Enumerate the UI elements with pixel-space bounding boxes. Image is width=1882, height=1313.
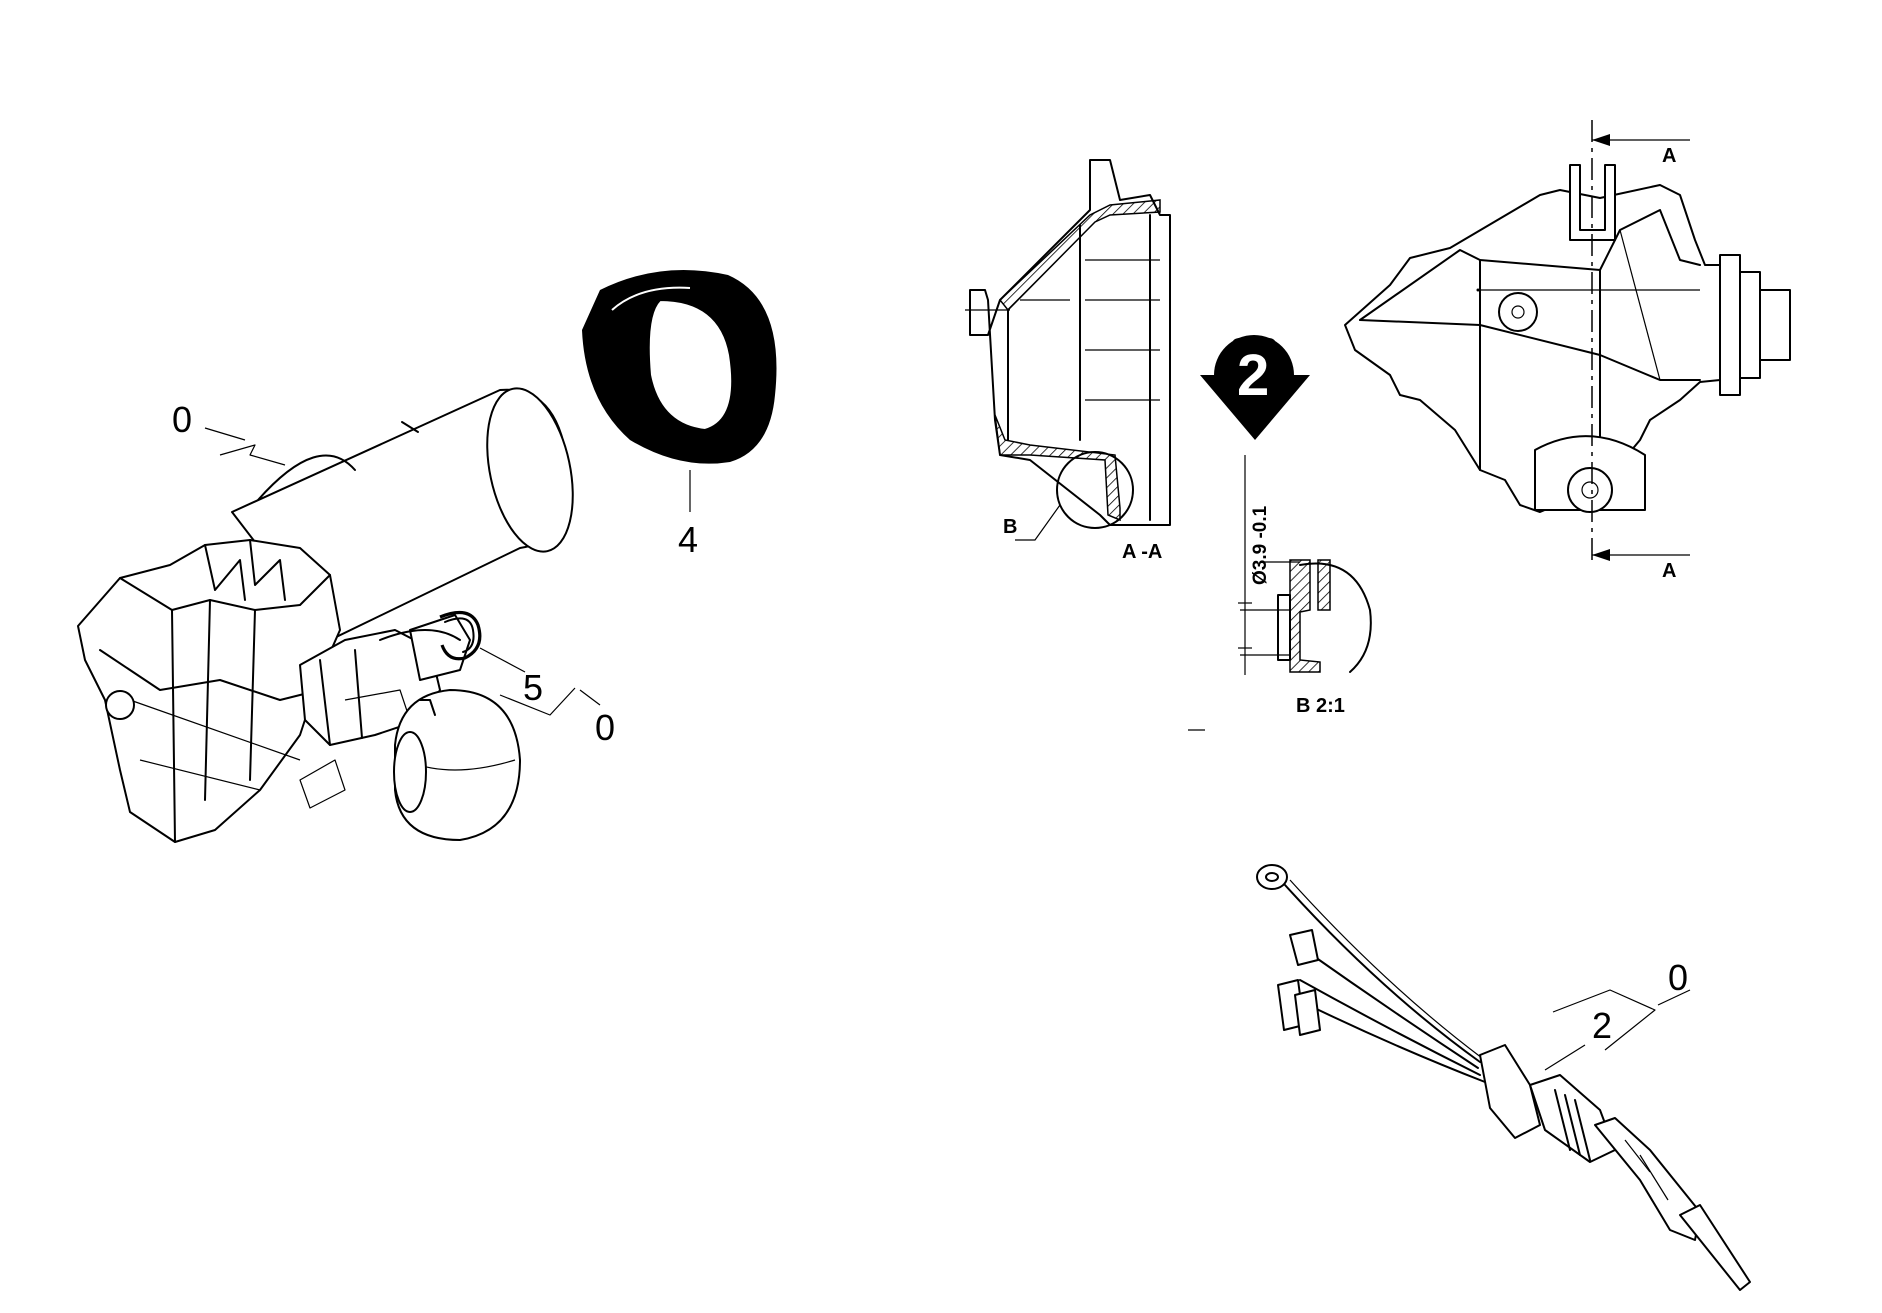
callout-gasket-4: 4 [678, 470, 698, 560]
callout-label: 5 [523, 667, 543, 708]
detail-marker-arrow: 2 [1200, 335, 1310, 440]
callout-oring-5: 5 0 [479, 647, 615, 748]
cut-label-bottom: A [1662, 560, 1676, 582]
detail-circle-label: B [1003, 516, 1017, 538]
callout-label: 0 [1668, 957, 1688, 998]
callout-housing-0: 0 [172, 399, 286, 466]
reservoir-front-view: A A [1344, 120, 1791, 582]
callout-label: 2 [1592, 1005, 1612, 1046]
callout-cable-2: 2 0 [1544, 957, 1691, 1071]
section-view-a-a: B A -A [965, 159, 1171, 563]
detail-view-label: B 2:1 [1296, 695, 1345, 717]
callout-label: 4 [678, 519, 698, 560]
callout-label: 0 [172, 399, 192, 440]
detail-marker-number: 2 [1237, 343, 1269, 408]
motor-pump-assembly [77, 387, 574, 843]
gasket-ring [582, 270, 777, 464]
cable-harness [1256, 864, 1751, 1291]
cut-label-top: A [1662, 145, 1676, 167]
detail-view-b: Ø3.9 -0.1 B 2:1 [1188, 455, 1372, 731]
callout-label: 0 [595, 707, 615, 748]
section-view-label: A -A [1122, 541, 1162, 563]
diameter-dimension: Ø3.9 -0.1 [1250, 505, 1271, 585]
